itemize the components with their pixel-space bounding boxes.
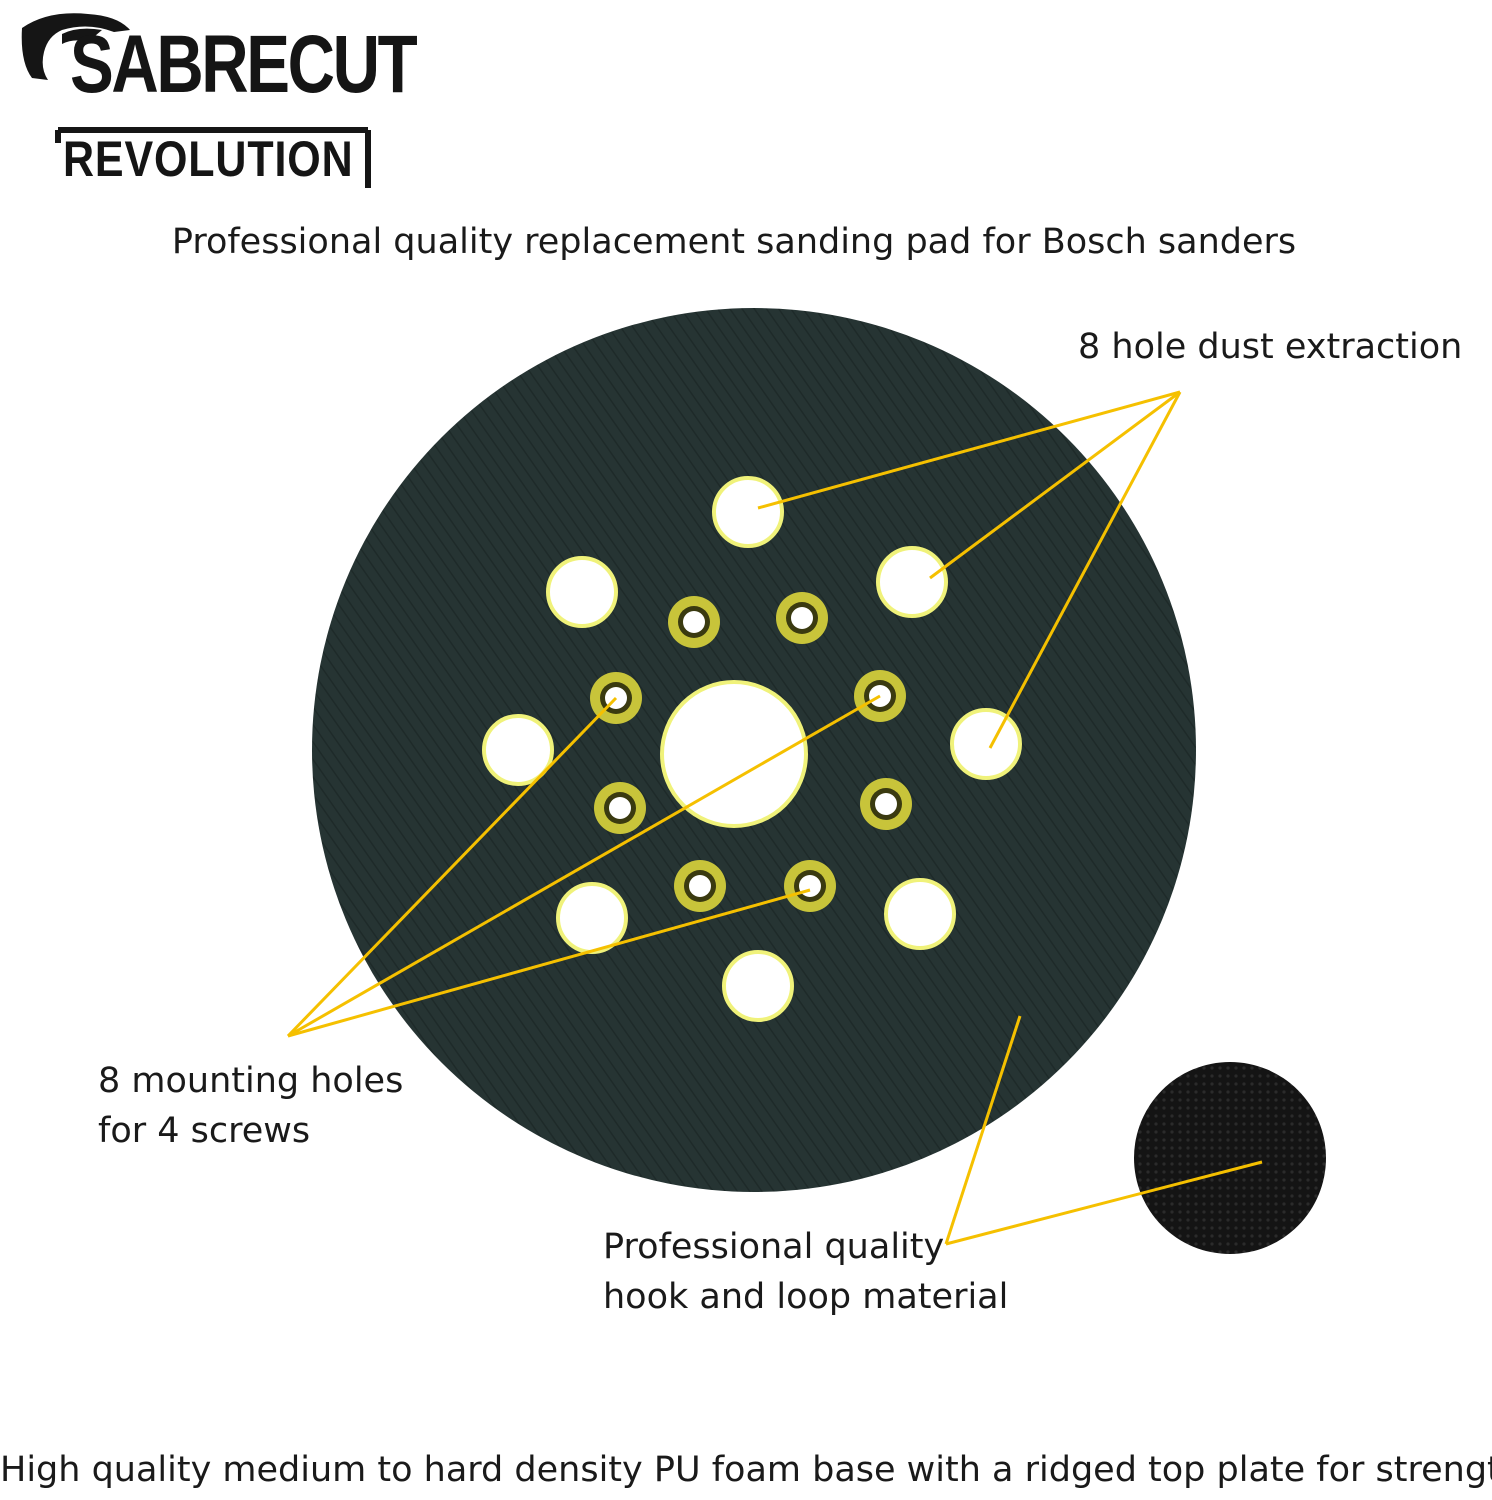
hook-loop-label: Professional quality hook and loop mater… [603, 1222, 1008, 1322]
brand-subname: REVOLUTION [63, 131, 354, 187]
mounting-hole [668, 596, 720, 648]
dust-hole [950, 708, 1022, 780]
leader-lines [286, 390, 1263, 1246]
dust-hole [884, 878, 956, 950]
mounting-hole [674, 860, 726, 912]
dust-extraction-holes [482, 476, 1022, 1022]
footer-description: High quality medium to hard density PU f… [0, 1450, 1492, 1490]
headline: Professional quality replacement sanding… [171, 222, 1297, 262]
mounting-hole [594, 782, 646, 834]
mounting-holes-label: 8 mounting holes for 4 screws [98, 1056, 403, 1156]
mounting-holes-label-line1: 8 mounting holes [98, 1061, 404, 1101]
brand-logo: SABRECUT REVOLUTION [18, 8, 418, 198]
hook-loop-label-line1: Professional quality [603, 1227, 945, 1267]
dust-hole [712, 476, 784, 548]
dust-hole [556, 882, 628, 954]
mounting-hole [784, 860, 836, 912]
dust-extraction-label: 8 hole dust extraction [1078, 327, 1463, 367]
brand-name: SABRECUT [70, 19, 418, 110]
dust-hole [722, 950, 794, 1022]
dust-hole [876, 546, 948, 618]
dust-hole [482, 714, 554, 786]
hook-loop-swatch [1134, 1062, 1326, 1254]
mounting-holes [590, 592, 912, 912]
mounting-holes-label-line2: for 4 screws [98, 1111, 311, 1151]
mounting-hole [860, 778, 912, 830]
panther-head-icon [21, 13, 371, 188]
dust-hole [546, 556, 618, 628]
mounting-hole [776, 592, 828, 644]
center-hole [660, 680, 808, 828]
hook-loop-label-line2: hook and loop material [603, 1277, 1009, 1317]
